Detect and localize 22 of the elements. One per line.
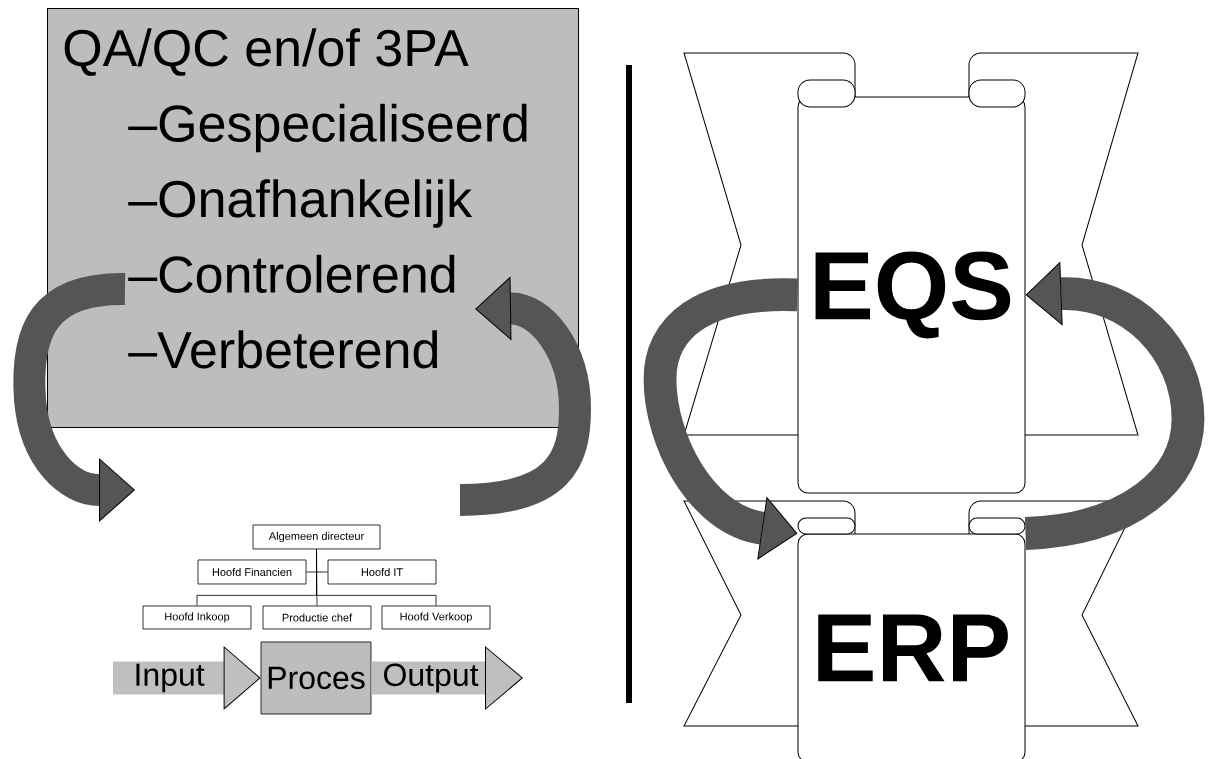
org-chart-box: Hoofd Verkoop: [381, 605, 491, 630]
node-label: ERP: [818, 614, 1008, 682]
curved-arrow: [1024, 262, 1205, 550]
curved-arrow: [459, 276, 591, 516]
org-chart-box: Algemeen directeur: [252, 524, 381, 550]
edge-label: Output: [381, 662, 480, 694]
bullet-item: –Controlerend: [128, 254, 455, 293]
org-chart-box: Hoofd Financien: [197, 559, 307, 585]
process-box: Proces: [260, 641, 372, 715]
block-arrow: [113, 646, 261, 710]
bullet-item: –Gespecialiseerd: [128, 103, 527, 153]
org-chart-box: Hoofd Inkoop: [142, 605, 252, 630]
org-chart-box: Productie chef: [262, 605, 372, 630]
heading: QA/QC en/of 3PA: [64, 28, 469, 76]
scroll-panel: ERP: [797, 517, 1026, 759]
org-chart-line: [316, 549, 437, 606]
scroll-panel: EQS: [797, 79, 1026, 494]
block-arrow: [371, 646, 523, 710]
bullet-item: –Verbeterend: [128, 330, 438, 369]
org-chart-box: Hoofd IT: [327, 559, 437, 585]
edge-label: Input: [132, 662, 206, 694]
bullet-item: –Onafhankelijk: [128, 179, 473, 228]
